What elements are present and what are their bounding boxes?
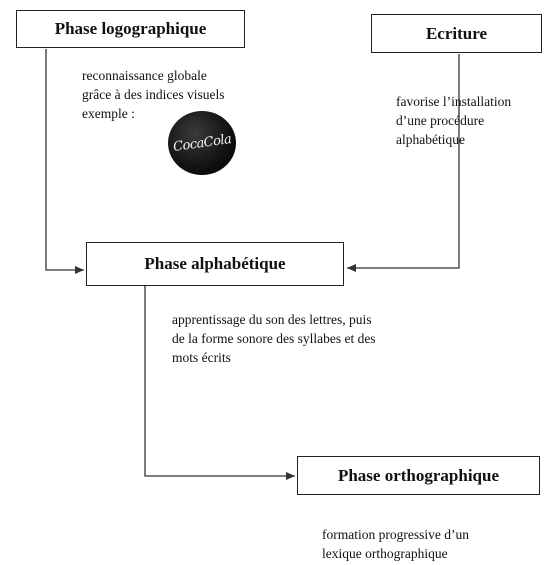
note-line: exemple : <box>82 106 135 121</box>
note-line: grâce à des indices visuels <box>82 87 225 102</box>
box-label: Phase alphabétique <box>144 254 286 273</box>
note-alphabetique: apprentissage du son des lettres, puis d… <box>172 310 376 367</box>
note-orthographique: formation progressive d’un lexique ortho… <box>322 525 469 563</box>
note-line: apprentissage du son des lettres, puis <box>172 312 372 327</box>
note-line: de la forme sonore des syllabes et des <box>172 331 376 346</box>
note-line: mots écrits <box>172 350 231 365</box>
box-phase-logographique: Phase logographique <box>16 10 245 48</box>
box-phase-orthographique: Phase orthographique <box>297 456 540 495</box>
box-label: Phase logographique <box>54 19 207 38</box>
box-label: Ecriture <box>425 23 488 43</box>
note-logographique: reconnaissance globale grâce à des indic… <box>82 66 224 123</box>
arrow-ecriture-to-alphabetique <box>347 54 460 272</box>
note-line: alphabétique <box>396 132 465 147</box>
box-ecriture: Ecriture <box>371 14 542 53</box>
box-phase-alphabetique: Phase alphabétique <box>86 242 344 286</box>
note-line: formation progressive d’un <box>322 527 469 542</box>
arrow-alphabetique-to-orthographique <box>144 286 295 480</box>
note-line: d’une procédure <box>396 113 485 128</box>
note-line: favorise l’installation <box>396 94 512 109</box>
note-line: lexique orthographique <box>322 546 448 561</box>
note-ecriture: favorise l’installation d’une procédure … <box>396 92 511 149</box>
coca-cola-logo: CocaCola <box>168 111 236 175</box>
box-label: Phase orthographique <box>337 465 500 485</box>
logo-text: CocaCola <box>171 131 233 155</box>
arrow-logographique-to-alphabetique <box>45 49 84 274</box>
note-line: reconnaissance globale <box>82 68 207 83</box>
